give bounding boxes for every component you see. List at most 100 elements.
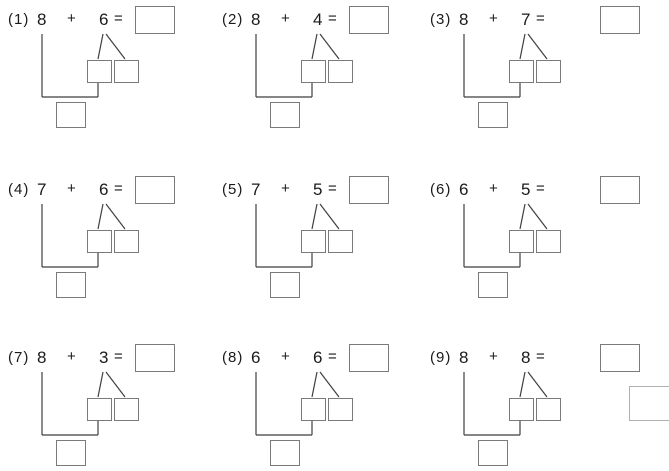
answer-box[interactable] — [135, 176, 175, 204]
addend2: 6 — [313, 348, 323, 367]
problem: (1) 8 + 6 = — [8, 6, 213, 158]
addend2: 4 — [313, 10, 323, 29]
answer-box[interactable] — [600, 344, 640, 372]
branch-right-line — [527, 371, 548, 398]
plus-sign: + — [67, 10, 76, 27]
make-ten-box[interactable] — [478, 102, 508, 128]
branch-left-line — [519, 371, 526, 398]
decomposition-box-right[interactable] — [536, 230, 561, 253]
equals-sign: = — [536, 10, 545, 27]
answer-box[interactable] — [600, 176, 640, 204]
plus-sign: + — [489, 180, 498, 197]
decomposition-lines — [255, 371, 340, 436]
decomposition-box-left[interactable] — [301, 230, 326, 253]
branch-left-line — [97, 203, 104, 230]
problem: (9) 8 + 8 = — [430, 344, 640, 471]
branch-right-line — [105, 371, 126, 398]
decomposition-box-left[interactable] — [301, 60, 326, 83]
decomposition-box-right[interactable] — [114, 230, 139, 253]
answer-box[interactable] — [349, 6, 389, 34]
problem: (5) 7 + 5 = — [222, 176, 427, 328]
addend2: 6 — [99, 180, 109, 199]
decomposition-box-left[interactable] — [509, 60, 534, 83]
equals-sign: = — [328, 10, 337, 27]
plus-sign: + — [281, 10, 290, 27]
plus-sign: + — [489, 10, 498, 27]
answer-box[interactable] — [600, 6, 640, 34]
branch-left-line — [519, 203, 526, 230]
decomposition-box-left[interactable] — [87, 398, 112, 421]
problem: (6) 6 + 5 = — [430, 176, 640, 328]
addend1: 7 — [251, 180, 261, 199]
problem-label: (7) — [8, 349, 30, 366]
addend1: 6 — [251, 348, 261, 367]
addend1: 8 — [459, 10, 469, 29]
branch-right-line — [319, 203, 340, 230]
make-ten-box[interactable] — [56, 440, 86, 466]
make-ten-box[interactable] — [270, 272, 300, 298]
branch-right-line — [105, 33, 126, 60]
decomposition-lines — [463, 203, 548, 268]
problem-label: (2) — [222, 11, 244, 28]
addend1: 8 — [251, 10, 261, 29]
problem-label: (5) — [222, 181, 244, 198]
decomposition-box-right[interactable] — [328, 230, 353, 253]
plus-sign: + — [67, 180, 76, 197]
problem-label: (8) — [222, 349, 244, 366]
make-ten-box[interactable] — [56, 102, 86, 128]
branch-left-line — [311, 371, 318, 398]
answer-box[interactable] — [349, 176, 389, 204]
answer-box[interactable] — [135, 344, 175, 372]
plus-sign: + — [281, 180, 290, 197]
make-ten-box[interactable] — [270, 102, 300, 128]
make-ten-box[interactable] — [478, 272, 508, 298]
addend1: 8 — [459, 348, 469, 367]
addend2: 8 — [521, 348, 531, 367]
decomposition-box-right[interactable] — [114, 60, 139, 83]
problem: (3) 8 + 7 = — [430, 6, 640, 158]
addend1: 8 — [37, 348, 47, 367]
plus-sign: + — [489, 348, 498, 365]
decomposition-box-left[interactable] — [87, 60, 112, 83]
decomposition-lines — [41, 203, 126, 268]
branch-left-line — [311, 203, 318, 230]
addend2: 7 — [521, 10, 531, 29]
addend1: 7 — [37, 180, 47, 199]
decomposition-box-left[interactable] — [87, 230, 112, 253]
problem-label: (9) — [430, 349, 452, 366]
decomposition-box-right[interactable] — [114, 398, 139, 421]
equals-sign: = — [328, 348, 337, 365]
decomposition-box-left[interactable] — [509, 398, 534, 421]
answer-box[interactable] — [135, 6, 175, 34]
decomposition-lines — [41, 33, 126, 98]
decomposition-box-right[interactable] — [328, 398, 353, 421]
decomposition-box-right[interactable] — [536, 60, 561, 83]
problem-label: (4) — [8, 181, 30, 198]
decomposition-box-left[interactable] — [301, 398, 326, 421]
make-ten-box[interactable] — [56, 272, 86, 298]
decomposition-lines — [255, 203, 340, 268]
problem: (8) 6 + 6 = — [222, 344, 427, 471]
decomposition-box-right[interactable] — [536, 398, 561, 421]
branch-right-line — [319, 371, 340, 398]
equals-sign: = — [114, 348, 123, 365]
make-ten-box[interactable] — [478, 440, 508, 466]
decomposition-box-left[interactable] — [509, 230, 534, 253]
addend1: 8 — [37, 10, 47, 29]
problem-label: (1) — [8, 11, 30, 28]
problem-label: (3) — [430, 11, 452, 28]
answer-box[interactable] — [349, 344, 389, 372]
branch-left-line — [97, 371, 104, 398]
decomposition-lines — [463, 371, 548, 436]
problem-label: (6) — [430, 181, 452, 198]
branch-right-line — [319, 33, 340, 60]
branch-left-line — [97, 33, 104, 60]
decomposition-lines — [463, 33, 548, 98]
branch-left-line — [519, 33, 526, 60]
plus-sign: + — [281, 348, 290, 365]
decomposition-box-right[interactable] — [328, 60, 353, 83]
make-ten-box[interactable] — [270, 440, 300, 466]
branch-right-line — [527, 33, 548, 60]
problem: (2) 8 + 4 = — [222, 6, 427, 158]
